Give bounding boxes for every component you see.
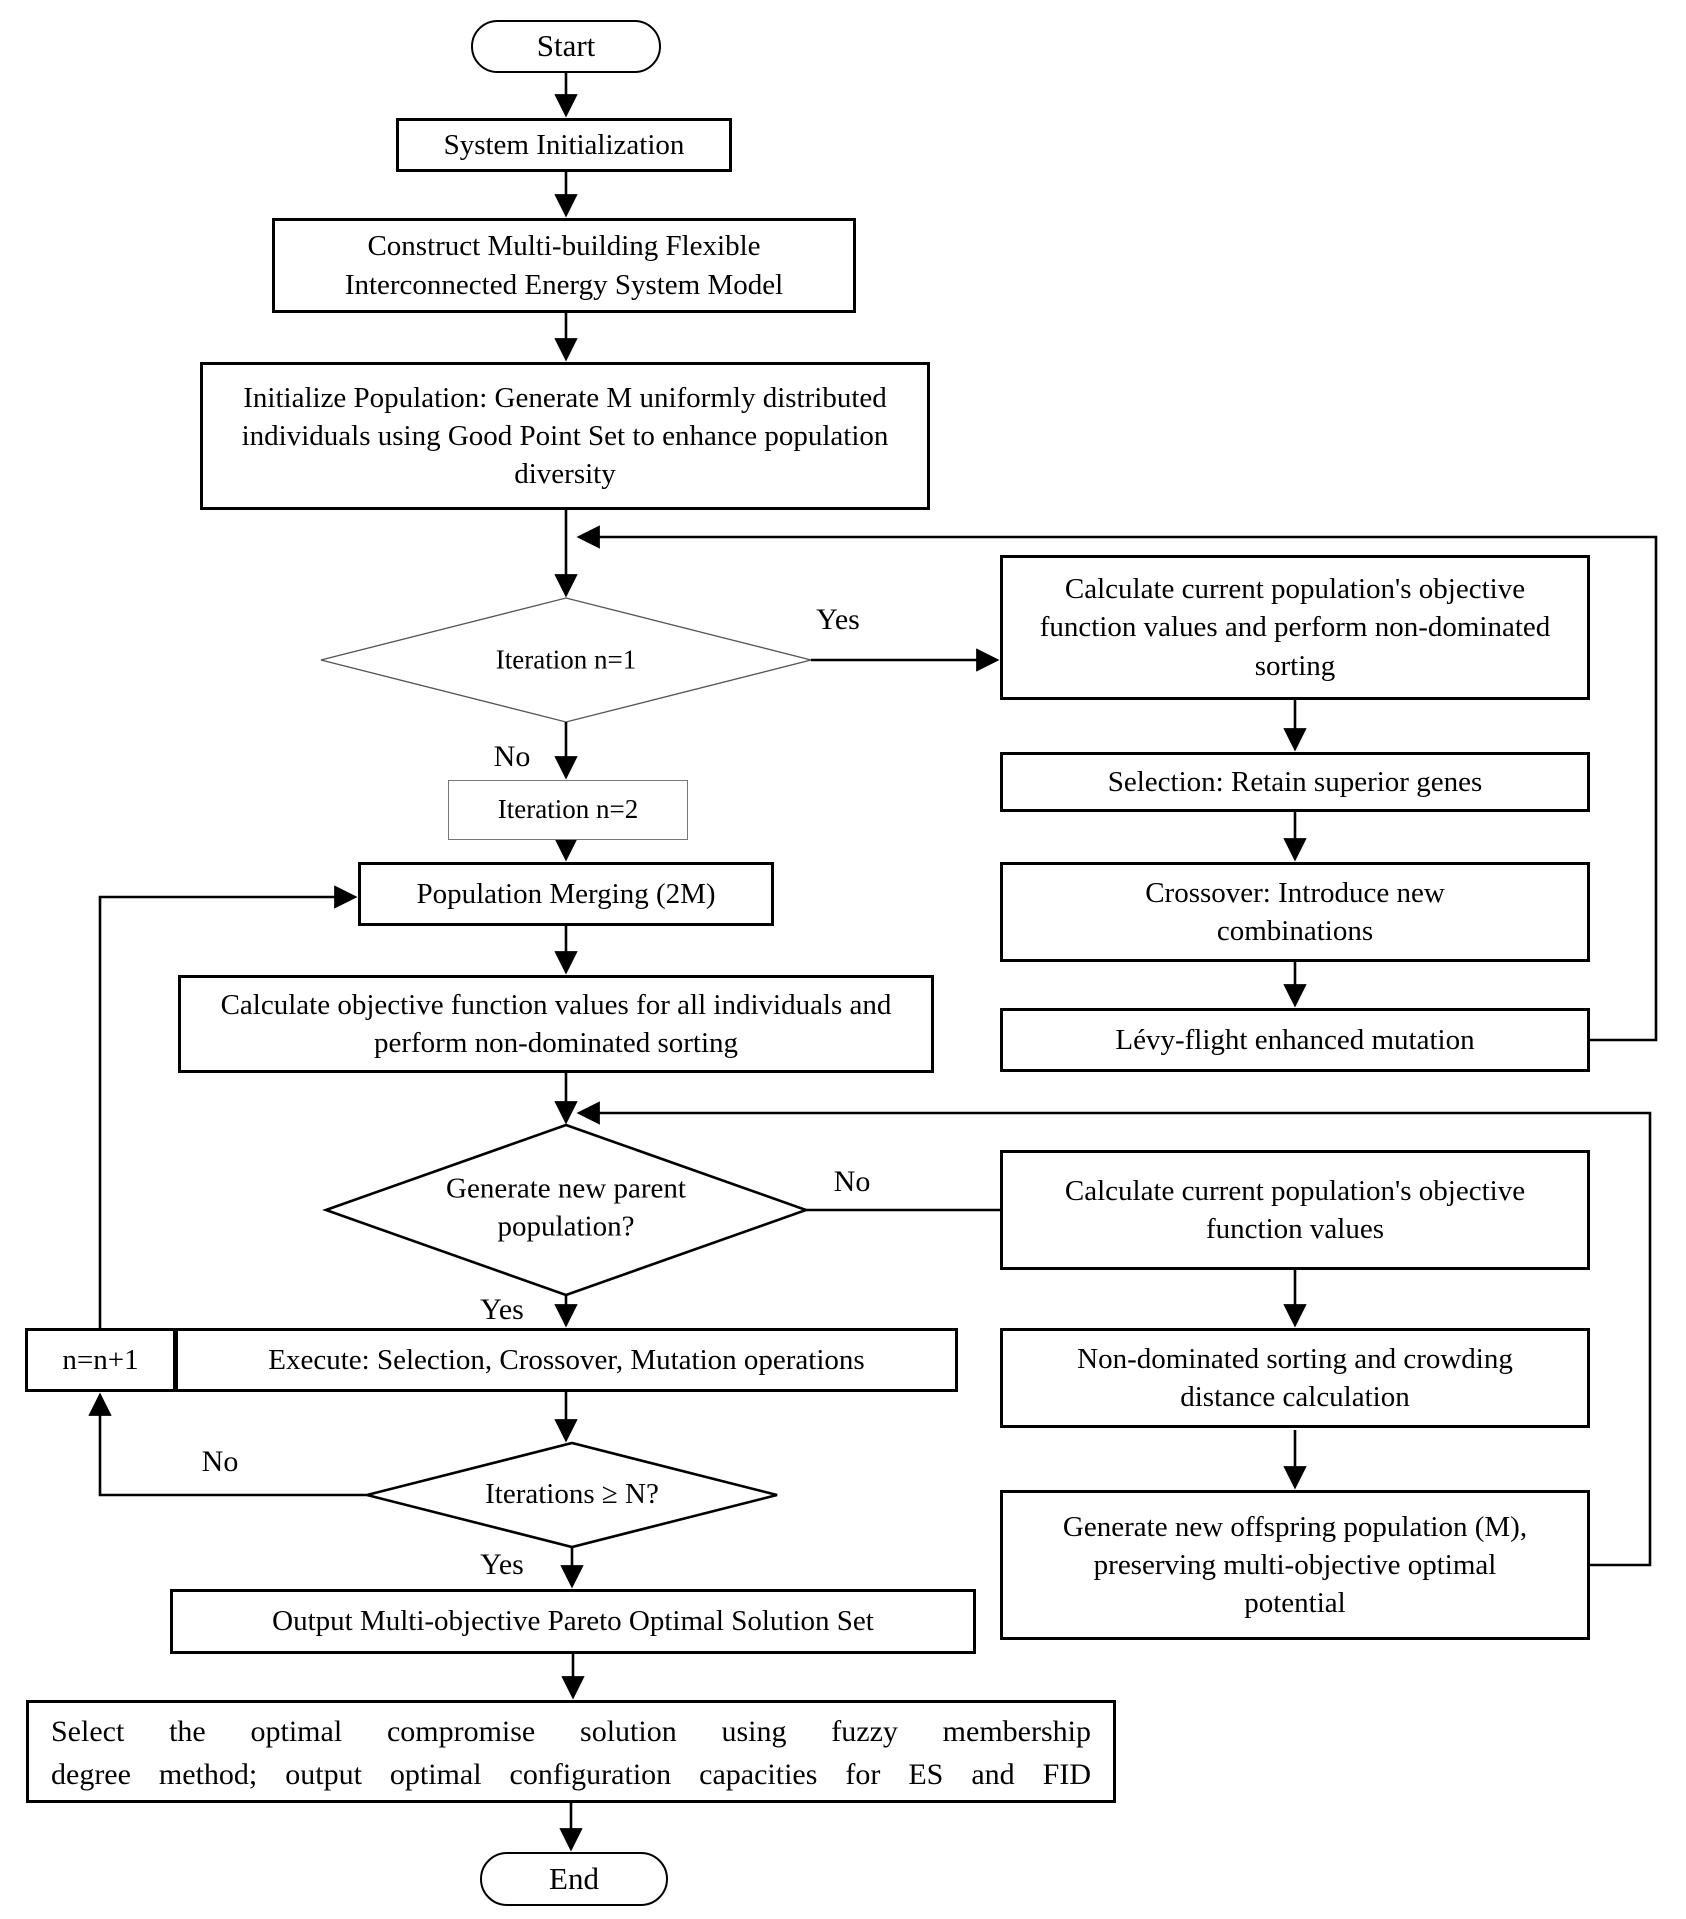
node-generate-offspring: Generate new offspring population (M), p… [1000, 1490, 1590, 1640]
node-selection-retain: Selection: Retain superior genes [1000, 752, 1590, 812]
node-system-initialization: System Initialization [396, 118, 732, 172]
node-population-merging: Population Merging (2M) [358, 862, 774, 926]
node-construct-model: Construct Multi-building Flexible Interc… [272, 218, 856, 313]
arrow-nplus1-to-merge [98, 885, 358, 1328]
loop-offspring-back-to-diamond2 [576, 1101, 1652, 1567]
label-no-iteration-n1: No [493, 740, 531, 773]
node-levy-mutation: Lévy-flight enhanced mutation [1000, 1008, 1590, 1072]
label-yes-iterations-n: Yes [480, 1548, 524, 1581]
node-nondominated-crowding: Non-dominated sorting and crowding dista… [1000, 1328, 1590, 1428]
decision-iterations-n-label: Iterations ≥ N? [485, 1478, 659, 1511]
label-yes-generate-parent: Yes [480, 1293, 524, 1326]
node-end: End [480, 1852, 668, 1906]
node-initialize-population: Initialize Population: Generate M unifor… [200, 362, 930, 510]
node-crossover-introduce: Crossover: Introduce new combinations [1000, 862, 1590, 962]
node-calc-current-values: Calculate current population's objective… [1000, 1150, 1590, 1270]
node-iteration-n2: Iteration n=2 [448, 780, 688, 840]
node-output-pareto: Output Multi-objective Pareto Optimal So… [170, 1589, 976, 1654]
node-execute-operations: Execute: Selection, Crossover, Mutation … [175, 1328, 958, 1392]
node-calc-current-sorting: Calculate current population's objective… [1000, 555, 1590, 700]
select-compromise-line2: degree method; output optimal configurat… [51, 1757, 1091, 1791]
select-compromise-line1: Select the optimal compromise solution u… [51, 1715, 1091, 1748]
decision-iterations-n-shape [366, 1441, 778, 1549]
node-start: Start [471, 20, 661, 73]
loop-levy-back-to-diamond1 [576, 525, 1658, 1042]
node-n-plus-1: n=n+1 [25, 1328, 176, 1392]
label-yes-iteration-n1: Yes [816, 603, 860, 636]
decision-iteration-n1-label: Iteration n=1 [495, 644, 637, 675]
arrow-no3-to-nplus1 [88, 1392, 367, 1497]
label-no-iterations-n: No [201, 1445, 239, 1478]
decision-generate-parent-label: Generate new parent population? [446, 1172, 686, 1242]
node-calc-all-objective: Calculate objective function values for … [178, 975, 934, 1073]
label-no-generate-parent: No [833, 1165, 871, 1198]
node-select-compromise: Select the optimal compromise solution u… [26, 1700, 1116, 1803]
